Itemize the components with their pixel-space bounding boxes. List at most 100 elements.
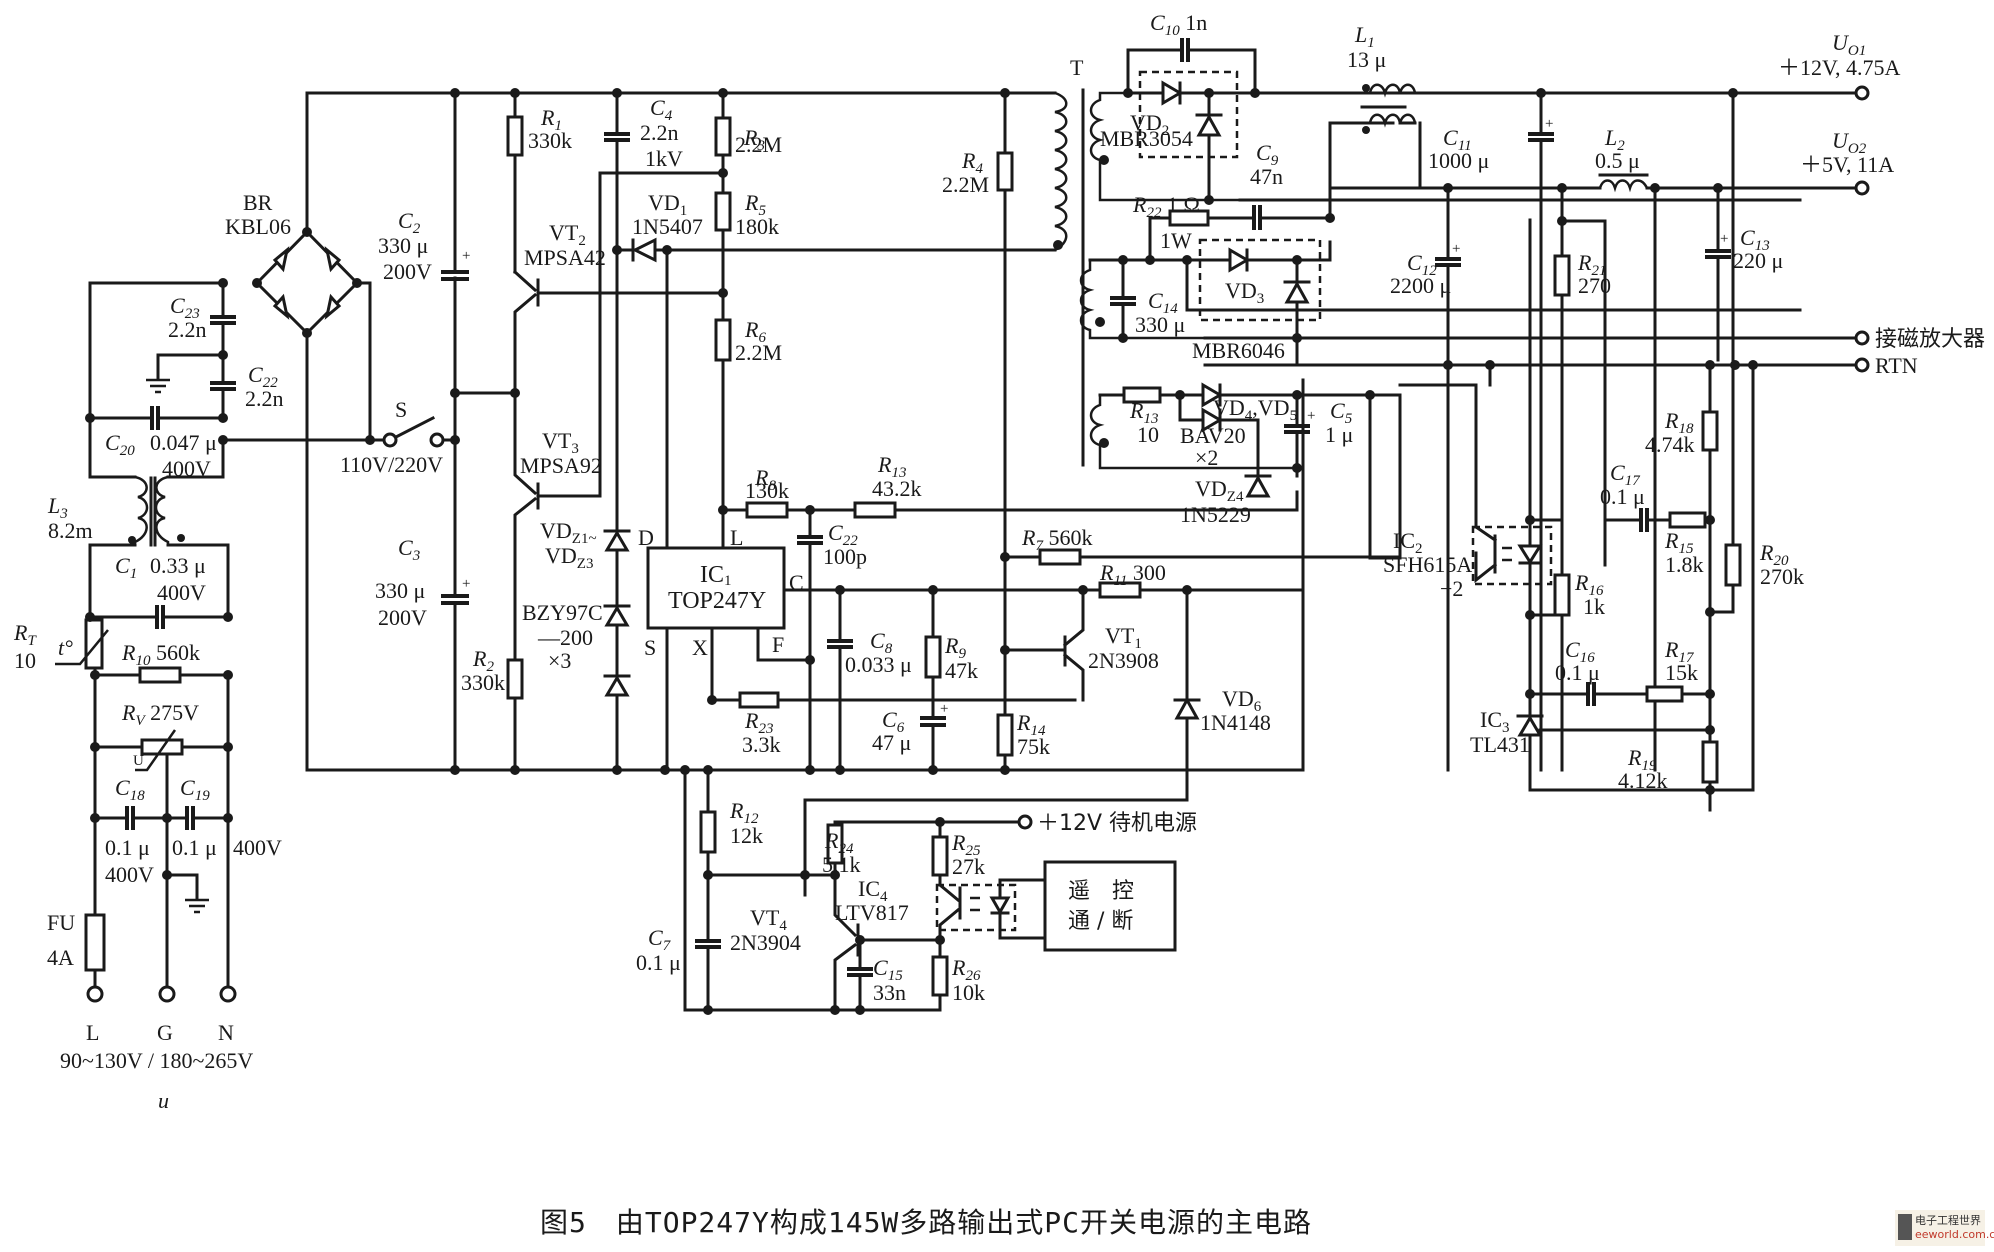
ic1-pin-f: F bbox=[772, 632, 784, 657]
r4-value: 2.2M bbox=[942, 172, 989, 197]
r25-ref: R25 bbox=[951, 830, 981, 859]
r22-rating: 1W bbox=[1160, 228, 1192, 253]
input-symbol: u bbox=[158, 1088, 169, 1113]
fuse-value: 4A bbox=[47, 945, 74, 970]
r16-ref: R16 bbox=[1574, 570, 1604, 599]
vd3-ref: VD3 bbox=[1225, 278, 1264, 307]
switch-s-contact-a[interactable] bbox=[382, 432, 398, 448]
c18-value: 0.1 μ bbox=[105, 835, 150, 860]
r4-ref: R4 bbox=[961, 148, 983, 177]
rv-label: RV 275V bbox=[121, 700, 199, 729]
ic1-ref: IC1 bbox=[700, 562, 732, 589]
l3-ref: L3 bbox=[47, 493, 68, 522]
c9-ref: C9 bbox=[1256, 140, 1279, 169]
vt4-ref: VT4 bbox=[750, 905, 787, 934]
ic2-value: SFH615A bbox=[1383, 552, 1472, 577]
r23-value: 3.3k bbox=[742, 732, 781, 757]
ic2-value2: −2 bbox=[1440, 576, 1463, 601]
terminal-label-L: L bbox=[86, 1020, 99, 1045]
c3-value: 330 μ bbox=[375, 578, 425, 603]
r21-value: 270 bbox=[1578, 273, 1611, 298]
rv-u-symbol: U bbox=[133, 753, 144, 769]
hv-bus bbox=[305, 88, 1305, 775]
c19-rating: 400V bbox=[233, 835, 282, 860]
standby-label: ＋12V 待机电源 bbox=[1037, 811, 1197, 836]
c3-ref: C3 bbox=[398, 535, 420, 564]
vd1-ref: VD1 bbox=[648, 190, 687, 219]
r25-value: 27k bbox=[952, 854, 985, 879]
watermark-logo: 电子工程世界 eeworld.com.cn bbox=[1895, 1210, 1994, 1246]
switch-s-lever[interactable] bbox=[393, 415, 436, 440]
c23-ref: C23 bbox=[170, 293, 200, 322]
c20-value: 0.047 μ bbox=[150, 430, 217, 455]
c4-rating: 1kV bbox=[645, 146, 683, 171]
terminal-N[interactable] bbox=[219, 985, 237, 1003]
c13-value: 220 μ bbox=[1733, 248, 1783, 273]
c6-ref: C6 bbox=[882, 707, 905, 736]
c2-value: 330 μ bbox=[378, 233, 428, 258]
output-uo2-terminal[interactable] bbox=[1854, 180, 1870, 196]
watermark-line1: 电子工程世界 bbox=[1915, 1214, 1981, 1227]
r18-value: 4.74k bbox=[1645, 432, 1695, 457]
r7-label: R7 560k bbox=[1021, 525, 1092, 554]
r10-label: R10 560k bbox=[121, 640, 200, 669]
c16-ref: C16 bbox=[1565, 637, 1595, 666]
c15-ref: C15 bbox=[873, 955, 903, 984]
c23-value: 2.2n bbox=[168, 317, 207, 342]
c16-value: 0.1 μ bbox=[1555, 660, 1600, 685]
c22a-value: 2.2n bbox=[245, 386, 284, 411]
l3-value: 8.2m bbox=[48, 518, 93, 543]
terminal-L[interactable] bbox=[86, 985, 104, 1003]
r14-value: 75k bbox=[1017, 734, 1050, 759]
vdz-ref2: VDZ3 bbox=[545, 543, 593, 572]
terminal-G[interactable] bbox=[158, 985, 176, 1003]
ic1-value: TOP247Y bbox=[668, 588, 766, 614]
ic1-control bbox=[646, 501, 1402, 897]
r18-ref: R18 bbox=[1664, 408, 1694, 437]
c6-value: 47 μ bbox=[872, 730, 911, 755]
c4-value: 2.2n bbox=[640, 120, 679, 145]
c20-rating: 400V bbox=[162, 456, 211, 481]
r17-ref: R17 bbox=[1664, 637, 1695, 666]
bridge-rectifier bbox=[252, 91, 362, 772]
l1-value: 13 μ bbox=[1347, 47, 1386, 72]
remote-onoff-box[interactable] bbox=[1043, 860, 1177, 952]
c22-ref: C22 bbox=[828, 520, 858, 549]
r3-ref: R3 bbox=[743, 125, 765, 154]
r8-ref: R8 bbox=[754, 465, 776, 494]
c1-rating: 400V bbox=[157, 580, 206, 605]
output-uo1-terminal[interactable] bbox=[1854, 85, 1870, 101]
r15-ref: R15 bbox=[1664, 528, 1694, 557]
c17-ref: C17 bbox=[1610, 460, 1641, 489]
standby-12v-terminal[interactable] bbox=[1017, 814, 1033, 830]
c15-value: 33n bbox=[873, 980, 906, 1005]
switch-s-contact-b[interactable] bbox=[429, 432, 445, 448]
mag-amp-terminal[interactable] bbox=[1854, 330, 1870, 346]
vd45-count: ×2 bbox=[1195, 445, 1218, 470]
r13-value: 10 bbox=[1137, 422, 1159, 447]
r26-ref: R26 bbox=[951, 955, 981, 984]
c13-plus: + bbox=[1720, 231, 1728, 247]
feedback-section bbox=[1301, 218, 1758, 812]
c7-value: 0.1 μ bbox=[636, 950, 681, 975]
r5-ref: R5 bbox=[744, 190, 766, 219]
vt2-value: MPSA42 bbox=[524, 245, 606, 270]
rtn-terminal[interactable] bbox=[1854, 357, 1870, 373]
c6-plus: + bbox=[940, 701, 948, 717]
input-section bbox=[55, 278, 460, 1003]
ic3-value: TL431 bbox=[1470, 732, 1530, 757]
rtn-label: RTN bbox=[1875, 353, 1918, 378]
remote-line1: 遥 控 bbox=[1068, 879, 1134, 904]
vdz-value2: —200 bbox=[537, 625, 593, 650]
r8-value: 130k bbox=[745, 478, 789, 503]
ic1-top247y bbox=[646, 546, 786, 630]
r3-value: 2.2M bbox=[735, 132, 782, 157]
c9-value: 47n bbox=[1250, 164, 1283, 189]
c11-plus: + bbox=[1545, 116, 1553, 132]
r9-ref: R9 bbox=[944, 633, 966, 662]
switch-value: 110V/220V bbox=[340, 452, 443, 477]
c13-ref: C13 bbox=[1740, 225, 1770, 254]
c14-value: 330 μ bbox=[1135, 312, 1185, 337]
vt3-ref: VT3 bbox=[542, 428, 579, 457]
